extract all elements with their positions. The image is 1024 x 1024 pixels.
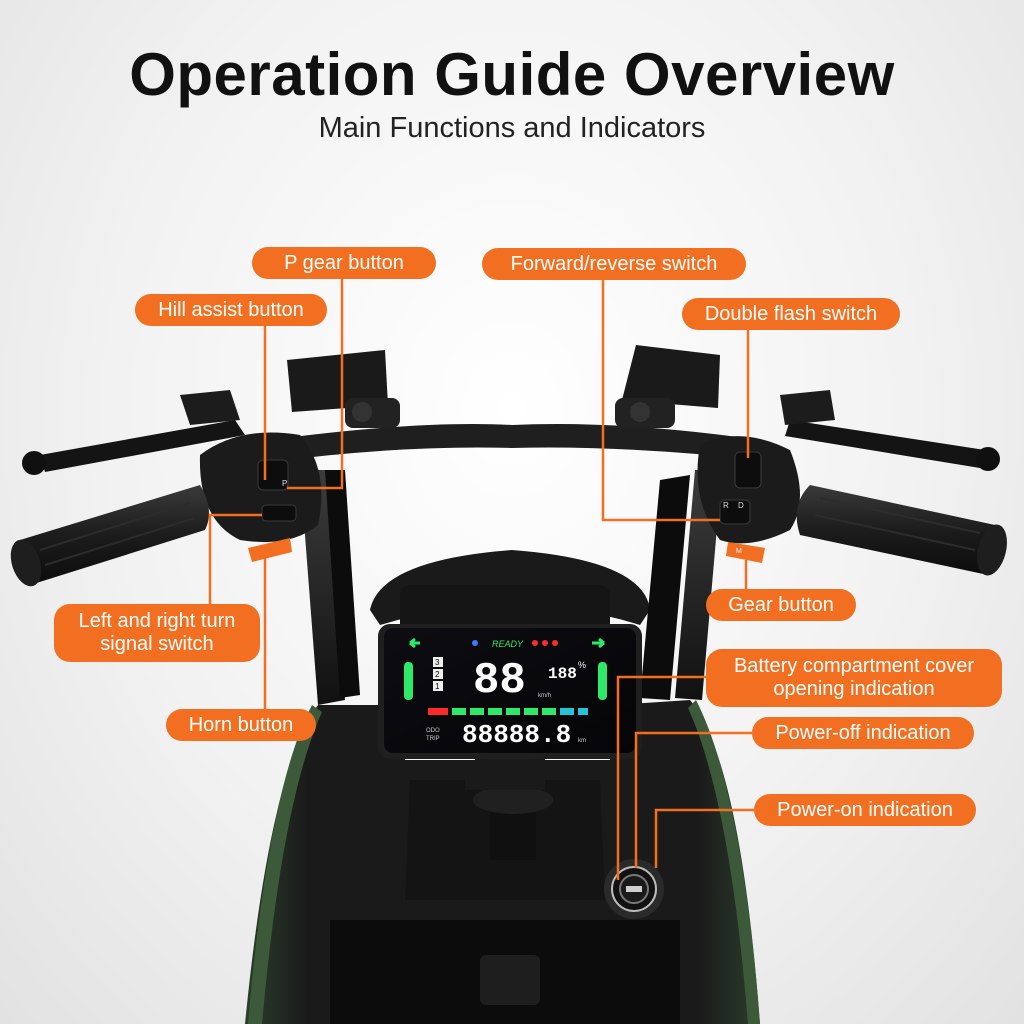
callout-double-flash-switch: Double flash switch: [682, 298, 900, 330]
callout-power-off-indication: Power-off indication: [752, 717, 974, 749]
callout-forward-reverse-switch: Forward/reverse switch: [482, 248, 746, 280]
scooter-body: [245, 700, 760, 1024]
odometer-readout: 88888.8: [462, 720, 571, 750]
speed-unit: km/h: [538, 693, 551, 699]
callout-turn-signal-switch: Left and right turn signal switch: [54, 604, 260, 662]
callout-battery-line1: Battery compartment cover: [733, 655, 975, 677]
power-bar: [428, 708, 588, 715]
trip-label: TRIP: [426, 736, 440, 742]
ready-indicator: READY: [492, 639, 524, 649]
horn-button[interactable]: [248, 538, 292, 562]
callout-leader-lines: [208, 273, 754, 880]
reverse-glyph: R: [723, 501, 729, 510]
callout-p-gear-button: P gear button: [252, 247, 436, 279]
gear-3-label: 3: [435, 658, 440, 667]
callout-gear-button: Gear button: [706, 589, 856, 621]
drive-glyph: D: [738, 501, 744, 510]
callout-turn-signal-line1: Left and right turn: [78, 610, 236, 632]
forward-reverse-switch[interactable]: [719, 499, 751, 525]
speed-readout: 88: [473, 656, 526, 706]
percent-sign: %: [578, 660, 586, 670]
page-subtitle: Main Functions and Indicators: [318, 112, 706, 144]
callout-battery-line2: opening indication: [773, 678, 935, 700]
page-title: Operation Guide Overview: [129, 41, 895, 108]
dashboard-display: READY 3 2 1 88 188 % km/h ODO TRIP 88888: [378, 624, 642, 759]
callout-horn-button: Horn button: [166, 709, 316, 741]
callout-turn-signal-line2: signal switch: [100, 633, 214, 655]
turn-signal-switch[interactable]: [261, 504, 297, 522]
right-grip[interactable]: [796, 485, 1012, 579]
odo-unit: km: [578, 738, 586, 744]
right-brake-lever[interactable]: [780, 390, 1000, 471]
p-gear-glyph: P: [282, 479, 287, 488]
gear-indicators: 3 2 1: [433, 657, 443, 691]
right-turn-arrow-icon: [592, 637, 605, 649]
callout-hill-assist-button: Hill assist button: [135, 294, 327, 326]
gear-button[interactable]: [726, 542, 765, 563]
battery-percent-readout: 188: [548, 665, 577, 683]
callout-power-on-indication: Power-on indication: [754, 794, 976, 826]
callout-battery-cover-indication: Battery compartment cover opening indica…: [706, 649, 1002, 707]
gear-glyph: M: [736, 548, 742, 555]
gear-2-label: 2: [435, 670, 440, 679]
left-grip[interactable]: [5, 485, 209, 590]
odo-label: ODO: [426, 728, 440, 734]
gear-1-label: 1: [435, 682, 440, 691]
left-turn-arrow-icon: [409, 637, 420, 649]
left-brake-lever[interactable]: [22, 390, 245, 475]
